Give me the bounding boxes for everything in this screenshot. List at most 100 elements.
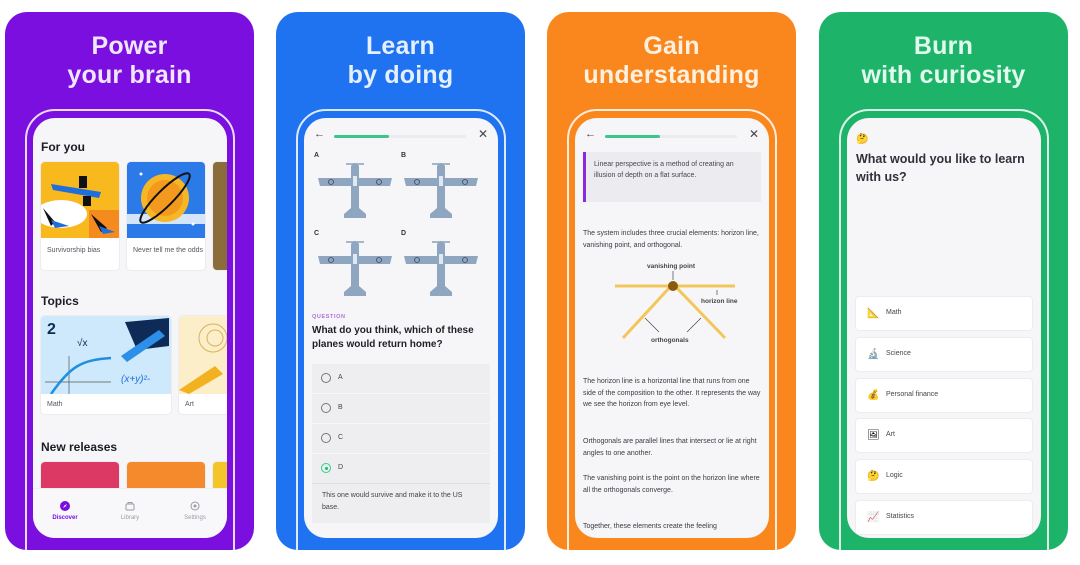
panel-headline: Gain understanding xyxy=(547,32,796,90)
option-label: C xyxy=(338,434,344,441)
headline-line-2: understanding xyxy=(583,61,760,89)
diagram-label-orthogonals: orthogonals xyxy=(651,337,689,344)
thinking-face-icon: 🤔 xyxy=(856,134,869,145)
topic-card-math[interactable]: 2 √x (x+y)²- Math xyxy=(41,316,171,414)
tab-library[interactable]: Library xyxy=(100,501,160,521)
interest-label: Statistics xyxy=(886,513,915,520)
interest-option-math[interactable]: 📐 Math xyxy=(855,296,1033,331)
course-card-label: Never tell me the odds xyxy=(133,247,204,254)
question-text: What do you think, which of these planes… xyxy=(312,325,474,350)
panel-headline: Power your brain xyxy=(5,32,254,90)
lesson-paragraph-3: The vanishing point is the point on the … xyxy=(583,475,760,494)
bottom-tab-bar: Discover Library Settings xyxy=(33,488,227,538)
panel-headline: Learn by doing xyxy=(276,32,525,90)
tab-settings[interactable]: Settings xyxy=(165,501,225,521)
option-label: A xyxy=(338,374,343,381)
lesson-paragraph-1: The horizon line is a horizontal line th… xyxy=(583,378,761,408)
topic-card-label: Math xyxy=(47,401,63,408)
answer-option-d[interactable]: D xyxy=(312,454,490,483)
plane-icon-b[interactable] xyxy=(402,160,480,226)
promo-panel-power-your-brain: Power your brain For you Survivorship bi xyxy=(5,12,254,550)
course-illustration-coin xyxy=(127,162,205,238)
plane-label-b: B xyxy=(401,152,407,159)
plane-label-a: A xyxy=(314,152,320,159)
radio-button[interactable] xyxy=(321,433,331,443)
back-arrow-icon[interactable]: ← xyxy=(585,128,596,140)
course-card-survivorship-bias[interactable]: Survivorship bias xyxy=(41,162,119,270)
headline-line-1: Burn xyxy=(913,32,974,60)
phone-frame xyxy=(296,109,506,550)
headline-line-2: by doing xyxy=(347,61,454,89)
chart-increasing-icon: 📈 xyxy=(867,512,880,523)
interest-label: Art xyxy=(886,431,895,438)
library-icon xyxy=(125,502,135,511)
close-icon[interactable]: ✕ xyxy=(477,127,488,141)
microscope-icon: 🔬 xyxy=(867,349,880,360)
interest-label: Personal finance xyxy=(886,391,939,398)
radio-button-selected[interactable] xyxy=(321,463,331,473)
svg-text:2: 2 xyxy=(47,321,56,338)
definition-quote: Linear perspective is a method of creati… xyxy=(583,152,761,202)
radio-button[interactable] xyxy=(321,373,331,383)
section-title-topics: Topics xyxy=(41,294,79,308)
answer-option-c[interactable]: C xyxy=(312,424,490,453)
course-illustration-planes xyxy=(41,162,119,238)
compass-icon xyxy=(60,501,70,511)
interest-option-statistics[interactable]: 📈 Statistics xyxy=(855,500,1033,535)
onboarding-question: What would you like to learn with us? xyxy=(856,152,1025,184)
tab-label: Discover xyxy=(52,515,78,521)
settings-icon xyxy=(190,501,200,511)
progress-fill xyxy=(605,135,661,138)
interest-option-logic[interactable]: 🤔 Logic xyxy=(855,459,1033,494)
tab-label: Settings xyxy=(184,515,206,521)
section-title-new-releases: New releases xyxy=(41,440,118,454)
interest-option-personal-finance[interactable]: 💰 Personal finance xyxy=(855,378,1033,413)
lesson-paragraph-2: Orthogonals are parallel lines that inte… xyxy=(583,438,757,457)
radio-button[interactable] xyxy=(321,403,331,413)
perspective-diagram: vanishing point horizon line orthogonals xyxy=(615,263,738,344)
thinking-face-icon: 🤔 xyxy=(867,471,880,482)
option-label: D xyxy=(338,464,344,471)
question-kicker: QUESTION xyxy=(312,314,346,320)
diagram-label-vanishing-point: vanishing point xyxy=(647,263,696,270)
headline-line-2: your brain xyxy=(67,61,192,89)
lesson-progress-bar xyxy=(605,135,737,138)
interest-label: Logic xyxy=(886,472,903,479)
back-arrow-icon[interactable]: ← xyxy=(314,128,325,140)
lesson-intro-text: The system includes three crucial elemen… xyxy=(583,230,759,249)
lesson-progress-bar xyxy=(334,135,466,138)
answer-option-b[interactable]: B xyxy=(312,394,490,423)
svg-text:(x+y)²-: (x+y)²- xyxy=(121,374,151,385)
tab-discover[interactable]: Discover xyxy=(35,501,95,521)
phone-frame xyxy=(25,109,235,550)
framed-picture-icon: 🖼 xyxy=(867,430,880,441)
triangle-ruler-icon: 📐 xyxy=(867,308,880,319)
answer-explanation: This one would survive and make it to th… xyxy=(312,483,490,523)
answer-option-a[interactable]: A xyxy=(312,364,490,393)
topic-illustration-art xyxy=(179,316,227,394)
interest-option-art[interactable]: 🖼 Art xyxy=(855,418,1033,453)
plane-icon-d[interactable] xyxy=(402,238,480,304)
promo-panel-burn-with-curiosity: Burn with curiosity 🤔 What would you lik… xyxy=(819,12,1068,550)
plane-icon-c[interactable] xyxy=(316,238,394,304)
plane-label-c: C xyxy=(314,230,320,237)
option-label: B xyxy=(338,404,343,411)
headline-line-1: Gain xyxy=(643,32,700,60)
plane-icon-a[interactable] xyxy=(316,160,394,226)
close-icon[interactable]: ✕ xyxy=(748,127,759,141)
panel-headline: Burn with curiosity xyxy=(819,32,1068,90)
topic-card-label: Art xyxy=(185,401,194,408)
course-card-partial[interactable] xyxy=(213,162,227,270)
interest-label: Science xyxy=(886,350,911,357)
tab-label: Library xyxy=(120,515,140,521)
phone-frame xyxy=(839,109,1049,550)
promo-panel-learn-by-doing: Learn by doing ← ✕ A B C D xyxy=(276,12,525,550)
topic-card-art[interactable]: Art xyxy=(179,316,227,414)
headline-line-2: with curiosity xyxy=(861,61,1026,89)
money-bag-icon: 💰 xyxy=(867,390,880,401)
phone-screen-quiz: ← ✕ A B C D xyxy=(304,118,498,538)
interest-option-science[interactable]: 🔬 Science xyxy=(855,337,1033,372)
course-card-never-tell-me-the-odds[interactable]: Never tell me the odds xyxy=(127,162,205,270)
headline-line-1: Power xyxy=(91,32,168,60)
diagram-label-horizon-line: horizon line xyxy=(701,298,738,305)
